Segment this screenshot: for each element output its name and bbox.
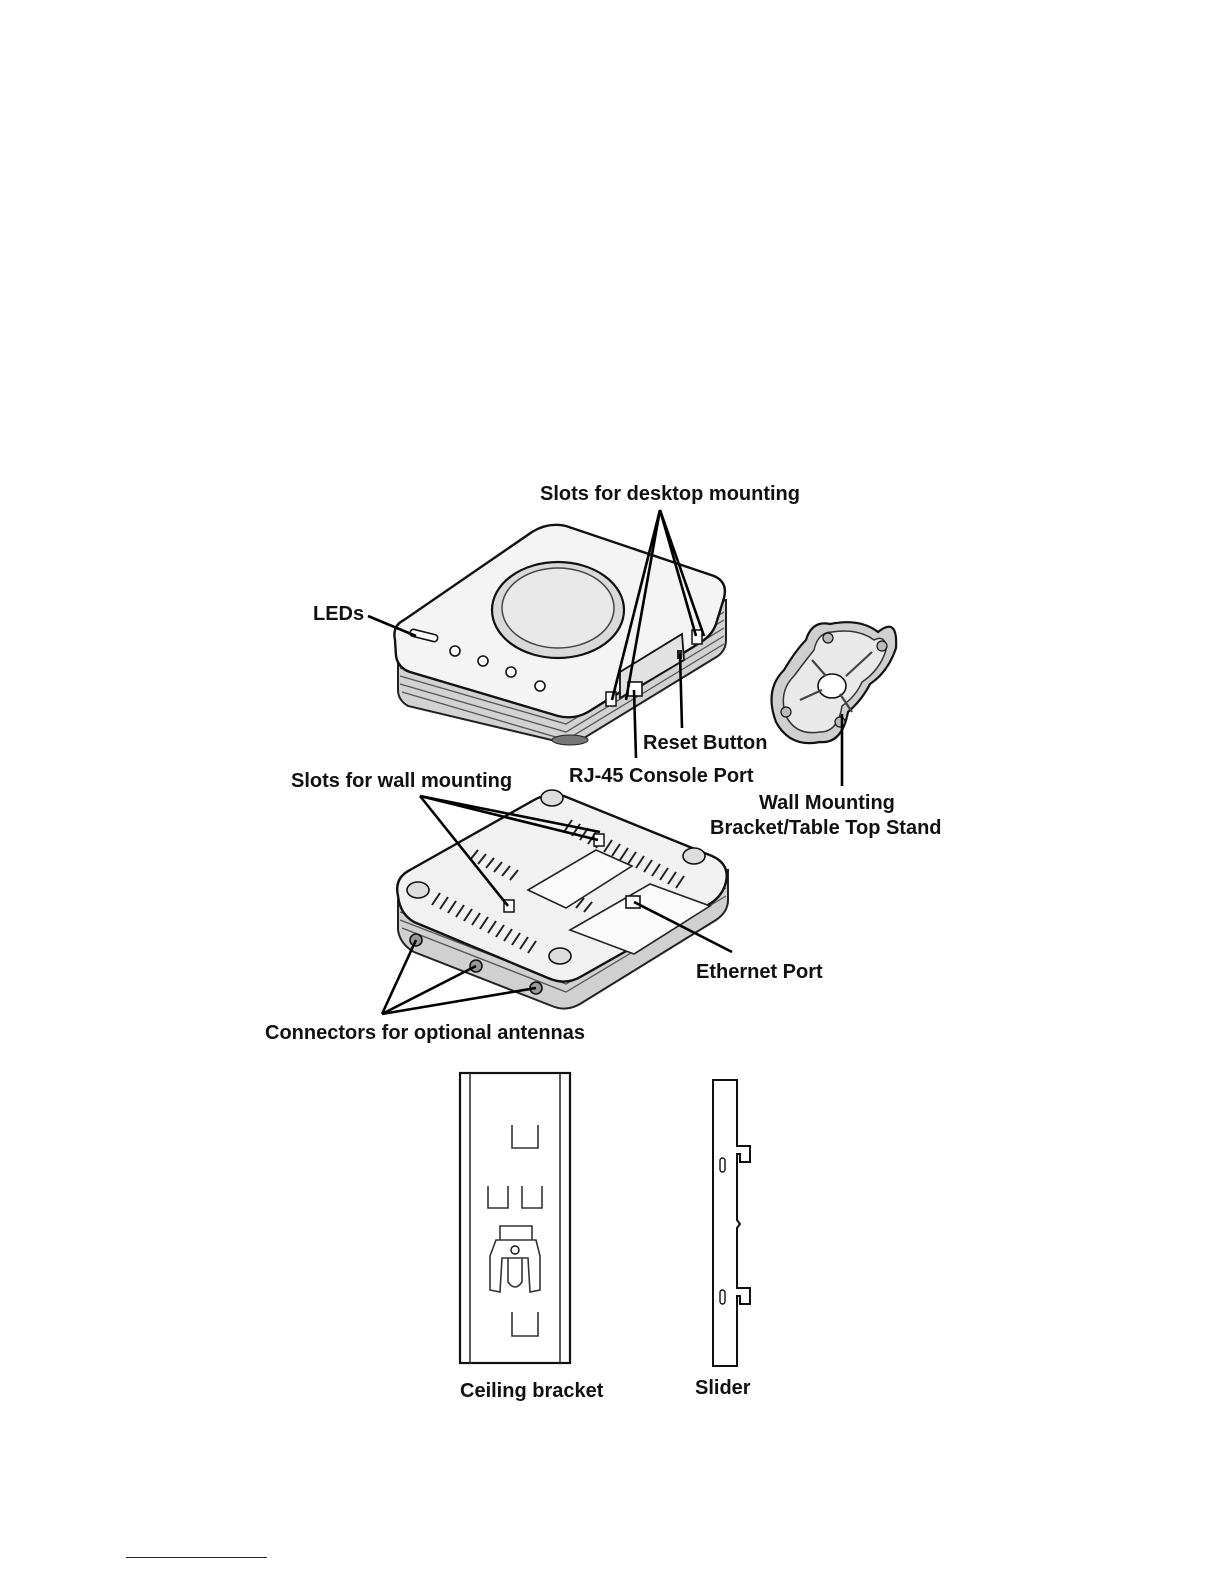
footnote-rule: [126, 1557, 267, 1558]
label-ethernet-port: Ethernet Port: [696, 961, 823, 983]
label-slots-desktop: Slots for desktop mounting: [540, 483, 800, 505]
label-wall-bracket-line2: Bracket/Table Top Stand: [710, 817, 942, 839]
label-console-port: RJ-45 Console Port: [569, 765, 754, 787]
label-slider: Slider: [695, 1377, 751, 1399]
label-slots-wall: Slots for wall mounting: [291, 770, 512, 792]
access-point-bottom-view: [397, 790, 728, 1009]
slider: [713, 1080, 750, 1366]
label-wall-bracket-line1: Wall Mounting: [759, 792, 895, 814]
label-leds: LEDs: [313, 603, 364, 625]
ceiling-bracket: [460, 1073, 570, 1363]
label-antenna-connectors: Connectors for optional antennas: [265, 1022, 585, 1044]
label-ceiling-bracket: Ceiling bracket: [460, 1380, 604, 1402]
wall-mounting-bracket: [772, 622, 897, 743]
label-reset-button: Reset Button: [643, 732, 767, 754]
